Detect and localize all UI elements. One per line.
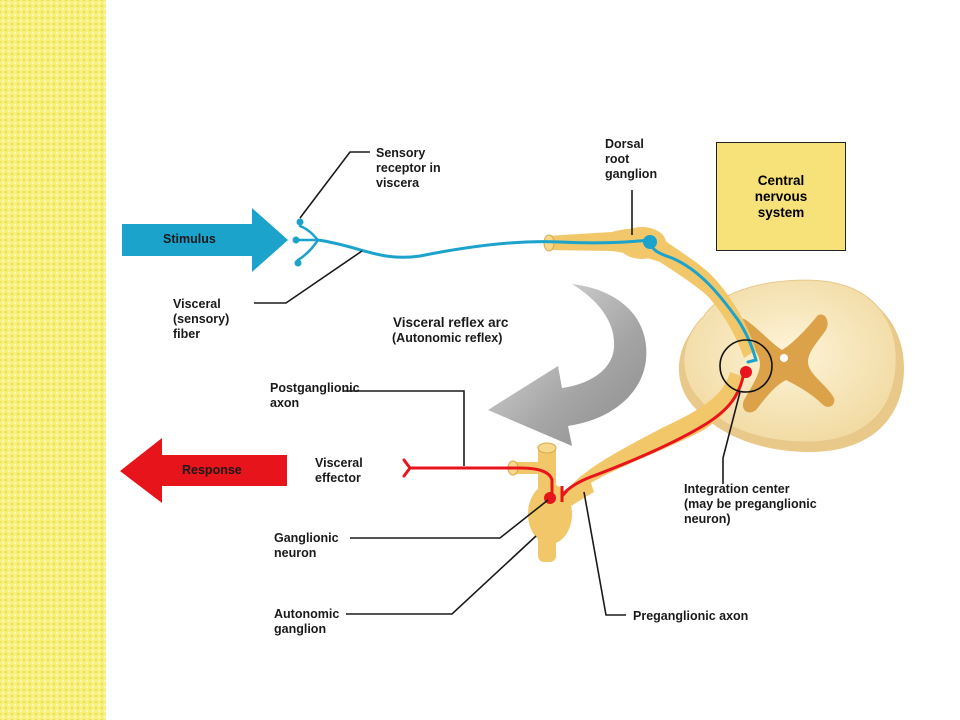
sensory-cell-body bbox=[643, 235, 657, 249]
leader-preganglionic-axon bbox=[583, 491, 626, 616]
leader-autonomic-ganglion bbox=[346, 535, 537, 615]
integration-center-label: Integration center (may be preganglionic… bbox=[684, 482, 817, 526]
leader-ganglionic-neuron bbox=[350, 499, 549, 539]
sensory-receptor-label: Sensory receptor in viscera bbox=[376, 146, 441, 190]
visceral-sensory-fiber-label: Visceral (sensory) fiber bbox=[173, 297, 230, 341]
visceral-effector-label: Visceral effector bbox=[315, 456, 363, 485]
ganglionic-neuron-label: Ganglionic neuron bbox=[274, 531, 339, 560]
central-nervous-system-box: Central nervous system bbox=[716, 142, 846, 251]
preganglionic-axon-label: Preganglionic axon bbox=[633, 609, 749, 623]
central-nervous-system-label: Central nervous system bbox=[754, 172, 808, 220]
dorsal-root-ganglion-label: Dorsal root ganglion bbox=[605, 137, 658, 181]
leader-integration-center bbox=[722, 391, 741, 484]
leader-sensory-receptor bbox=[299, 151, 370, 219]
preganglionic-cell-body bbox=[740, 366, 752, 378]
postganglionic-axon-label: Postganglionic axon bbox=[270, 381, 360, 410]
spinal-cord bbox=[678, 279, 905, 453]
reflex-arc-title: Visceral reflex arc bbox=[393, 315, 509, 330]
stimulus-label: Stimulus bbox=[163, 232, 216, 246]
autonomic-ganglion-label: Autonomic ganglion bbox=[274, 607, 340, 636]
decorative-side-strip bbox=[0, 0, 106, 720]
leader-postganglionic-axon bbox=[344, 390, 465, 466]
integration-center-ring bbox=[719, 339, 773, 393]
stimulus-arrow bbox=[122, 208, 288, 272]
leader-visceral-fiber bbox=[254, 250, 363, 304]
reflex-arc-subtitle: (Autonomic reflex) bbox=[392, 331, 503, 345]
response-label: Response bbox=[182, 463, 242, 477]
response-arrow bbox=[120, 438, 287, 503]
motor-neurons bbox=[402, 370, 746, 500]
sensory-neuron bbox=[294, 224, 758, 364]
reflex-arc-arrow bbox=[488, 284, 647, 446]
gray-matter bbox=[738, 314, 835, 413]
